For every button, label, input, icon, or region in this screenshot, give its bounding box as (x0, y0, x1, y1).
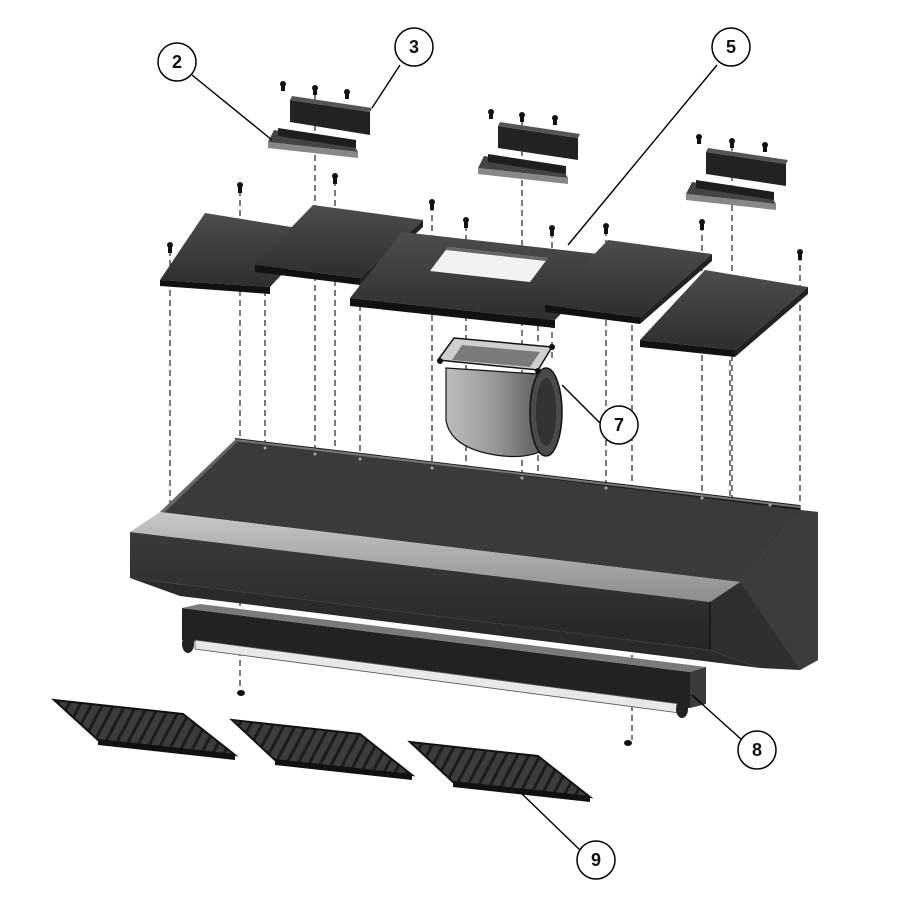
screw-icon (797, 249, 803, 260)
screw-icon (762, 142, 768, 152)
callout-7: 7 (599, 405, 639, 445)
screw-icon (237, 182, 243, 193)
callout-label: 2 (172, 52, 182, 72)
screw-icon (280, 81, 286, 91)
screw-icon (237, 690, 245, 696)
top-panels (160, 205, 808, 357)
screw-icon (696, 134, 702, 144)
screw-icon (552, 115, 558, 125)
bracket-set-right (686, 148, 788, 210)
callout-label: 9 (591, 850, 601, 870)
screw-icon (344, 89, 350, 99)
blower-fan (436, 337, 563, 458)
top-panel-5 (640, 270, 808, 357)
screw-icon (603, 223, 609, 234)
callout-5: 5 (711, 27, 751, 67)
screw-icon (549, 225, 555, 236)
screw-icon (429, 199, 435, 210)
bracket-set-center (478, 122, 580, 184)
grease-filter-2 (229, 718, 416, 780)
callout-label: 7 (614, 415, 624, 435)
hood-body (130, 438, 818, 670)
screw-icon (463, 217, 469, 228)
grease-filter-3 (407, 740, 594, 802)
screw-icon (488, 109, 494, 119)
bracket-set-left (268, 96, 372, 158)
screw-icon (312, 85, 318, 95)
grease-filter-1 (51, 698, 239, 760)
light-fixture (182, 604, 706, 718)
callout-8: 8 (737, 730, 777, 770)
callout-3: 3 (394, 27, 434, 67)
callout-label: 5 (726, 37, 736, 57)
screw-icon (624, 740, 632, 746)
callout-2: 2 (157, 42, 197, 82)
screw-icon (519, 112, 525, 122)
top-panel-4 (545, 240, 712, 324)
screw-icon (332, 173, 338, 184)
screw-icon (729, 138, 735, 148)
callout-label: 8 (752, 740, 762, 760)
leader-lines (191, 64, 743, 851)
callout-label: 3 (409, 37, 419, 57)
grease-filters (51, 698, 594, 802)
top-panel-center (350, 232, 616, 328)
screw-icon (699, 219, 705, 230)
callout-9: 9 (576, 840, 616, 880)
screw-icon (167, 242, 173, 253)
